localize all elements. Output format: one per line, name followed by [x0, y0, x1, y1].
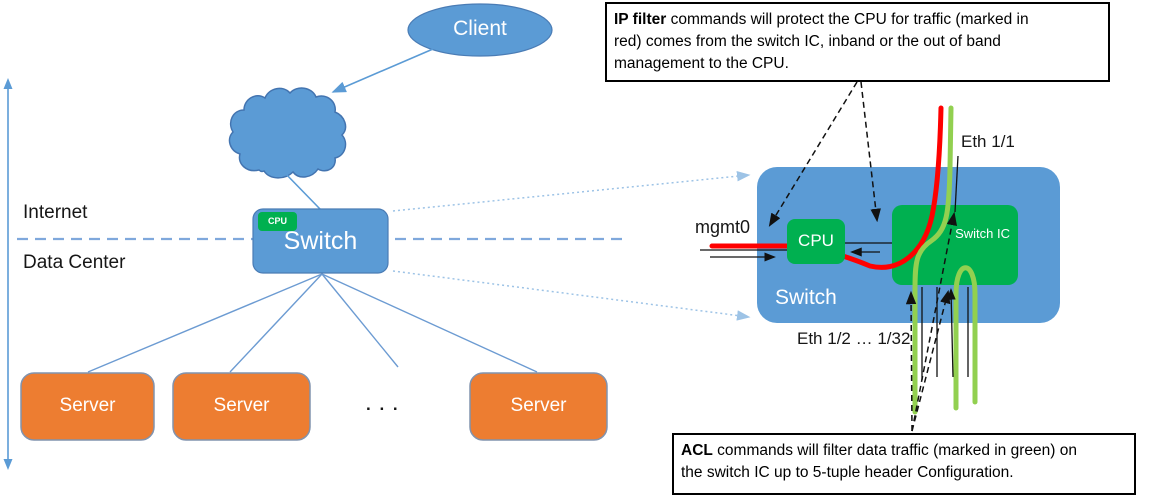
acl-note-box: ACL commands will filter data traffic (m… — [672, 433, 1136, 495]
mgmt0-port-label: mgmt0 — [695, 217, 751, 237]
internet-zone-label: Internet — [23, 202, 88, 223]
eth-1-1-port-label: Eth 1/1 — [961, 132, 1015, 151]
internet-cloud-shape — [228, 87, 347, 179]
detail-cpu-label: CPU — [798, 231, 834, 250]
scope-arrowhead-up-icon — [3, 78, 13, 89]
client-node — [407, 3, 553, 57]
green-data-traffic-line-2 — [953, 265, 978, 411]
client-to-cloud-arrow — [331, 48, 434, 93]
acl-line1: commands will filter data traffic (marke… — [712, 442, 1077, 459]
switch-ic-box — [892, 205, 1018, 285]
client-label: Client — [453, 17, 507, 40]
ip-filter-line3: management to the CPU. — [614, 55, 789, 72]
switch-ic-label: Switch IC — [955, 226, 1010, 241]
annotation-pointer-arrows — [768, 81, 958, 432]
main-switch-cpu-badge — [258, 212, 297, 231]
main-switch-cpu-badge-label: CPU — [267, 216, 287, 226]
main-switch-label: Switch — [283, 227, 358, 255]
switch-to-server-links — [87, 273, 538, 373]
server-label-3: Server — [510, 395, 567, 416]
ip-filter-line2: red) comes from the switch IC, inband or… — [614, 33, 1001, 50]
detail-switch-label: Switch — [775, 286, 837, 309]
acl-line2: the switch IC up to 5-tuple header Confi… — [681, 464, 1014, 481]
ip-filter-note-box: IP filter commands will protect the CPU … — [605, 2, 1110, 82]
port-lines — [700, 155, 969, 380]
server-box-2 — [172, 372, 311, 441]
cloud-to-switch-link — [282, 170, 321, 210]
ip-filter-keyword: IP filter — [614, 11, 667, 28]
green-data-traffic-line-1 — [912, 105, 954, 415]
detail-cpu-box — [787, 219, 845, 264]
data-center-zone-label: Data Center — [23, 252, 126, 273]
eth-port-range-label: Eth 1/2 … 1/32 — [797, 329, 911, 348]
switch-detail-callout-arrow-top — [392, 170, 751, 212]
server-label-2: Server — [213, 395, 270, 416]
ip-filter-line1: commands will protect the CPU for traffi… — [666, 11, 1029, 28]
server-box-3 — [469, 372, 608, 441]
acl-keyword: ACL — [681, 442, 713, 459]
server-label-1: Server — [59, 395, 116, 416]
more-servers-ellipsis: . . . — [366, 395, 400, 414]
server-box-1 — [20, 372, 155, 441]
switch-detail-callout-arrow-bottom — [392, 270, 751, 321]
scope-arrowhead-down-icon — [3, 459, 13, 470]
